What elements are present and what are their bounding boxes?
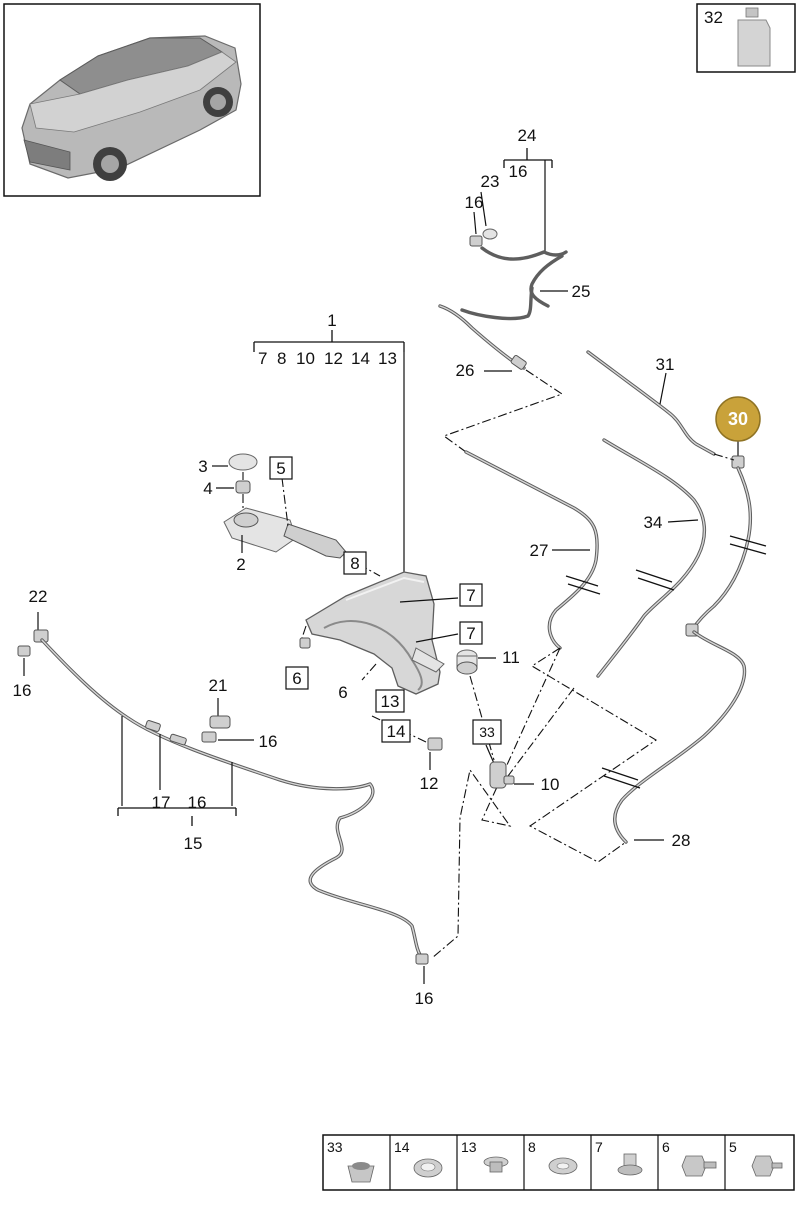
label-27[interactable]: 27: [530, 541, 549, 560]
group-1-bracket: 7 8 10 12 14 13: [253, 330, 405, 576]
group-1-item-2: 10: [296, 349, 315, 368]
callout-8[interactable]: 8: [343, 551, 367, 575]
label-17[interactable]: 17: [152, 793, 171, 812]
legend-label-13: 13: [461, 1139, 477, 1155]
hotspot-30-label: 30: [728, 409, 748, 429]
label-16e[interactable]: 16: [188, 793, 207, 812]
legend-cell-14[interactable]: 14: [394, 1139, 443, 1178]
callout-7a[interactable]: 7: [459, 583, 483, 607]
label-3[interactable]: 3: [198, 457, 207, 476]
vehicle-thumbnail[interactable]: [3, 3, 261, 197]
legend-cell-33[interactable]: 33: [327, 1139, 375, 1183]
label-22[interactable]: 22: [29, 587, 48, 606]
label-23[interactable]: 23: [481, 172, 500, 191]
label-1[interactable]: 1: [327, 311, 336, 330]
hotspot-30-circle[interactable]: [715, 396, 761, 442]
pump-assembly: [456, 649, 534, 789]
legend-cell-7[interactable]: 7: [595, 1139, 643, 1176]
spacer-nut-icon: [623, 1153, 637, 1167]
hotspot-30[interactable]: 30: [715, 396, 761, 442]
label-2[interactable]: 2: [236, 555, 245, 574]
part-32-box[interactable]: 32: [696, 3, 796, 73]
nozzle-21-icon: [209, 715, 231, 729]
label-32: 32: [704, 8, 723, 27]
label-11[interactable]: 11: [502, 648, 520, 667]
screw-icon: [751, 1155, 775, 1177]
fastener-legend: 33 14 13 8 7 6 5: [322, 1134, 795, 1191]
suv-illustration-icon: [21, 35, 242, 181]
label-5: 5: [276, 459, 285, 478]
label-16a[interactable]: 16: [465, 193, 484, 212]
label-10[interactable]: 10: [541, 775, 560, 794]
label-7a: 7: [466, 586, 475, 605]
group-1-item-5: 13: [378, 349, 397, 368]
label-8: 8: [350, 554, 359, 573]
hex-bolt-icon: [681, 1155, 707, 1177]
nozzle-16-icon: [469, 235, 483, 247]
label-21[interactable]: 21: [209, 676, 228, 695]
legend-label-5: 5: [729, 1139, 737, 1155]
hose-assembly-left: [17, 612, 443, 984]
callout-6a[interactable]: 6: [285, 666, 309, 690]
group-1-item-1: 8: [277, 349, 286, 368]
legend-label-6: 6: [662, 1139, 670, 1155]
callout-14[interactable]: 14: [381, 719, 411, 743]
nozzle-16c-icon: [201, 731, 217, 743]
label-14: 14: [387, 722, 406, 741]
label-6b[interactable]: 6: [338, 683, 347, 702]
label-28[interactable]: 28: [672, 831, 691, 850]
legend-label-8: 8: [528, 1139, 536, 1155]
filler-tube-icon: [283, 523, 347, 559]
callout-13[interactable]: 13: [375, 689, 405, 713]
group-1-item-3: 12: [324, 349, 343, 368]
label-16d[interactable]: 16: [259, 732, 278, 751]
sensor-12-icon: [427, 737, 443, 751]
legend-label-7: 7: [595, 1139, 603, 1155]
label-25[interactable]: 25: [572, 282, 591, 301]
hose-assembly-right: [431, 148, 767, 959]
seal-23-icon: [482, 228, 498, 240]
nozzle-22-icon: [33, 629, 49, 643]
nozzle-16a-icon: [17, 645, 31, 657]
label-34[interactable]: 34: [644, 513, 663, 532]
legend-label-14: 14: [394, 1139, 410, 1155]
label-24[interactable]: 24: [518, 126, 537, 145]
label-16b[interactable]: 16: [509, 162, 528, 181]
cap-3-icon: [228, 453, 258, 471]
bracket-2-icon: [223, 507, 297, 553]
seal-4-icon: [235, 480, 251, 494]
callout-5[interactable]: 5: [269, 456, 293, 480]
label-12[interactable]: 12: [420, 774, 439, 793]
legend-cell-13[interactable]: 13: [461, 1139, 509, 1173]
legend-label-33: 33: [327, 1139, 343, 1155]
group-1-item-0: 7: [258, 349, 267, 368]
group-1-item-4: 14: [351, 349, 370, 368]
label-6a: 6: [292, 669, 301, 688]
callout-33[interactable]: 33: [472, 719, 502, 745]
fluid-bottle-icon: [737, 7, 771, 67]
pump-10-icon: [489, 761, 507, 789]
label-4[interactable]: 4: [203, 479, 212, 498]
label-31[interactable]: 31: [656, 355, 675, 374]
label-7b: 7: [466, 624, 475, 643]
legend-cell-8[interactable]: 8: [528, 1139, 578, 1175]
label-16c[interactable]: 16: [13, 681, 32, 700]
callout-7b[interactable]: 7: [459, 621, 483, 645]
label-33: 33: [479, 724, 495, 740]
label-15[interactable]: 15: [184, 834, 203, 853]
label-13: 13: [381, 692, 400, 711]
label-16f[interactable]: 16: [415, 989, 434, 1008]
legend-cell-5[interactable]: 5: [729, 1139, 783, 1177]
legend-cell-6[interactable]: 6: [662, 1139, 717, 1177]
label-26[interactable]: 26: [456, 361, 475, 380]
washer-reservoir: [299, 571, 459, 695]
nozzle-16f-icon: [415, 953, 429, 965]
